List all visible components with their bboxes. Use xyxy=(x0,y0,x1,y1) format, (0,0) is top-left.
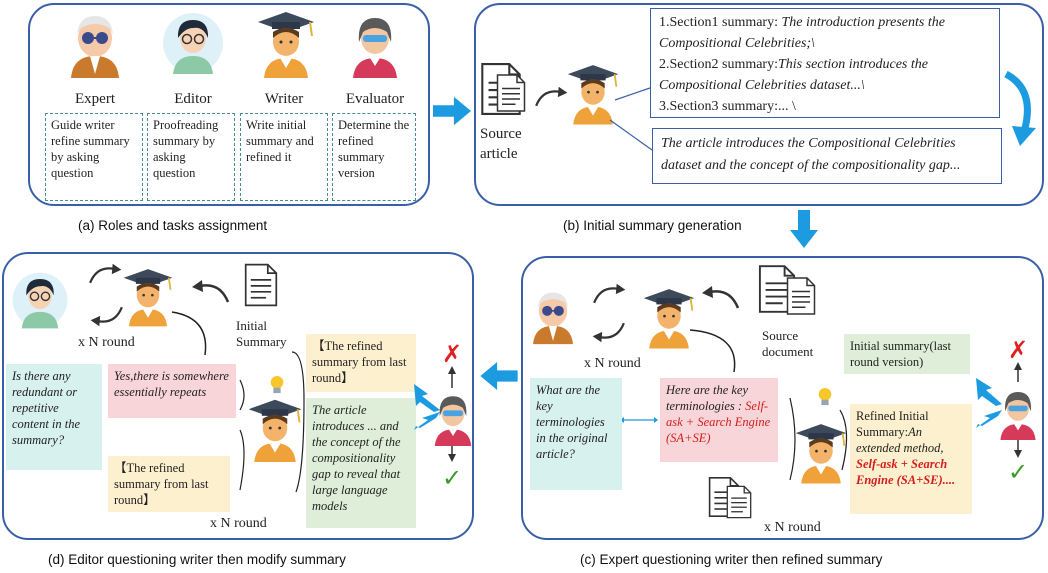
answer-c-box: Here are the key terminologies : Self-as… xyxy=(660,378,778,462)
refined-c-prefix: Refined Initial Summary: xyxy=(856,409,929,439)
article-text-d-box: The article introduces ... and the conce… xyxy=(306,398,416,528)
answer-c-prefix: Here are the key terminologies : xyxy=(666,383,749,413)
task-evaluator: Determine the refined summary version xyxy=(332,113,416,201)
question-d-box: Is there any redundant or repetitive con… xyxy=(6,364,102,470)
reject-c-icon: ✗ xyxy=(1008,336,1029,364)
caption-b: (b) Initial summary generation xyxy=(563,218,742,233)
refined-d-top-box: 【The refined summary from last round】 xyxy=(306,334,416,392)
question-c-box: What are the key terminologies in the or… xyxy=(530,378,622,490)
accept-c-icon: ✓ xyxy=(1008,458,1029,486)
accept-d-icon: ✓ xyxy=(442,464,463,492)
role-name-evaluator: Evaluator xyxy=(345,91,405,107)
reject-d-icon: ✗ xyxy=(442,340,463,368)
caption-c: (c) Expert questioning writer then refin… xyxy=(580,552,883,567)
section-summaries-box: 1.Section1 summary: The introduction pre… xyxy=(650,8,1000,118)
caption-a: (a) Roles and tasks assignment xyxy=(78,218,268,233)
refined-d-bottom-box: 【The refined summary from last round】 xyxy=(108,456,230,512)
round-label-c-top: x N round xyxy=(584,356,641,371)
refined-c-box: Refined Initial Summary:An extended meth… xyxy=(850,404,972,514)
task-expert: Guide writer refine summary by asking qu… xyxy=(45,113,143,201)
arrow-b-to-c-icon xyxy=(790,210,818,248)
role-name-writer: Writer xyxy=(264,91,304,107)
panel-b xyxy=(474,3,1044,206)
role-name-editor: Editor xyxy=(174,91,212,107)
refined-c-italic: An extended method, xyxy=(856,425,944,455)
section-1: 1.Section1 summary: The introduction pre… xyxy=(659,15,945,51)
curved-blue-arrow-icon xyxy=(1004,70,1036,146)
task-editor: Proofreading summary by asking question xyxy=(147,113,235,201)
task-writer: Write initial summary and refined it xyxy=(240,113,328,201)
evaluator-c-avatar-icon xyxy=(994,384,1042,440)
initial-summary-c-box: Initial summary(last round version) xyxy=(844,334,970,374)
role-name-expert: Expert xyxy=(75,91,115,107)
round-label-d-top: x N round xyxy=(78,335,135,350)
refined-c-highlight: Self-ask + Search Engine (SA+SE).... xyxy=(856,457,956,487)
initial-summary-label: Initial Summary xyxy=(236,318,287,349)
final-summary-box: The article introduces the Compositional… xyxy=(652,128,1002,184)
section-3: 3.Section3 summary:... \ xyxy=(659,99,796,114)
answer-d-box: Yes,there is somewhere essentially repea… xyxy=(108,364,236,418)
answer-c-highlight: Self-ask + Search Engine (SA+SE) xyxy=(666,399,771,445)
source-article-label: Source article xyxy=(480,126,522,162)
section-2: 2.Section2 summary:This section introduc… xyxy=(659,57,928,93)
caption-d: (d) Editor questioning writer then modif… xyxy=(48,552,346,567)
round-label-d-bottom: x N round xyxy=(210,516,267,531)
round-label-c-bottom: x N round xyxy=(764,520,821,535)
source-document-label: Source document xyxy=(762,328,814,359)
